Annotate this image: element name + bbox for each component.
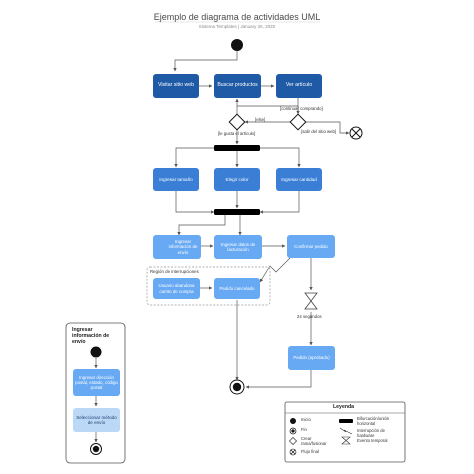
label-like-item: [le gusta el artículo] bbox=[218, 131, 256, 136]
legend-initial-icon bbox=[290, 418, 296, 424]
fork-bar bbox=[214, 145, 260, 151]
legend-box bbox=[284, 401, 406, 463]
timer-event bbox=[304, 292, 318, 310]
timer-label: 24 segundos bbox=[297, 314, 322, 319]
sub-initial-node bbox=[90, 346, 102, 358]
interrupt-region bbox=[146, 266, 271, 306]
node-search-products[interactable]: Buscar productos bbox=[214, 74, 261, 98]
legend-final-text: Fin bbox=[301, 427, 307, 432]
node-choose-color[interactable]: Elegir color bbox=[214, 168, 260, 191]
legend-fork-icon bbox=[339, 419, 353, 423]
label-continue-shopping: [continuar comprando] bbox=[280, 106, 323, 111]
legend-timer-text: Evento temporal bbox=[357, 438, 388, 443]
label-else: [else] bbox=[255, 117, 266, 122]
node-view-item[interactable]: Ver artículo bbox=[276, 74, 322, 98]
legend-timer-icon bbox=[341, 436, 351, 445]
page-title: Ejemplo de diagrama de actividades UML bbox=[153, 12, 321, 22]
final-node bbox=[229, 379, 245, 395]
legend-flow-final-text: Flujo final bbox=[301, 449, 319, 454]
legend-initial-text: Inicio bbox=[301, 417, 311, 422]
legend-title: Leyenda bbox=[333, 404, 355, 410]
node-order-paid[interactable]: Pedido (aprobado) bbox=[288, 346, 335, 370]
region-label: Región de interrupciones bbox=[150, 269, 199, 274]
subpanel-title: Ingresar información de envío bbox=[72, 327, 110, 346]
flow-final-node bbox=[349, 126, 363, 140]
merge-diamond bbox=[228, 113, 246, 131]
node-order-cancelled[interactable]: Pedido cancelado bbox=[214, 278, 260, 299]
node-visit-site[interactable]: Visitar sitio web bbox=[153, 74, 199, 98]
node-cart-abandoned[interactable]: Usuario abandona carrito de compra bbox=[153, 278, 200, 299]
node-billing-info[interactable]: Ingresar datos de facturación bbox=[214, 235, 262, 259]
node-shipping-info[interactable]: Ingresar información de envío bbox=[153, 235, 201, 259]
legend-flow-final-icon bbox=[289, 448, 297, 456]
subpanel-step-shipping-method[interactable]: Seleccionar método de envío bbox=[73, 408, 120, 432]
legend-interrupt-text: Interrupción de hardware bbox=[357, 428, 385, 438]
decision-diamond bbox=[289, 113, 307, 131]
subpanel-step-address[interactable]: Ingresar dirección postal, estado, códig… bbox=[73, 369, 120, 396]
legend-final-icon bbox=[289, 427, 297, 435]
page-subtitle: Sistema Templates | January 26, 2020 bbox=[198, 24, 276, 29]
node-enter-quantity[interactable]: Ingresar cantidad bbox=[276, 168, 322, 191]
node-enter-size[interactable]: Ingresar tamaño bbox=[153, 168, 199, 191]
sub-final-node bbox=[90, 443, 102, 455]
legend-decision-text: Crear rama/fusionar bbox=[301, 436, 327, 446]
legend-fork-text: Bifurcación/unión horizontal bbox=[357, 416, 390, 426]
legend-interrupt-icon bbox=[339, 427, 353, 435]
join-bar bbox=[214, 209, 260, 215]
node-confirm-order[interactable]: Confirmar pedido bbox=[287, 235, 335, 258]
initial-node bbox=[231, 39, 243, 51]
legend-decision-icon bbox=[289, 437, 297, 445]
label-exit-site: [salir del sitio web] bbox=[301, 129, 337, 134]
